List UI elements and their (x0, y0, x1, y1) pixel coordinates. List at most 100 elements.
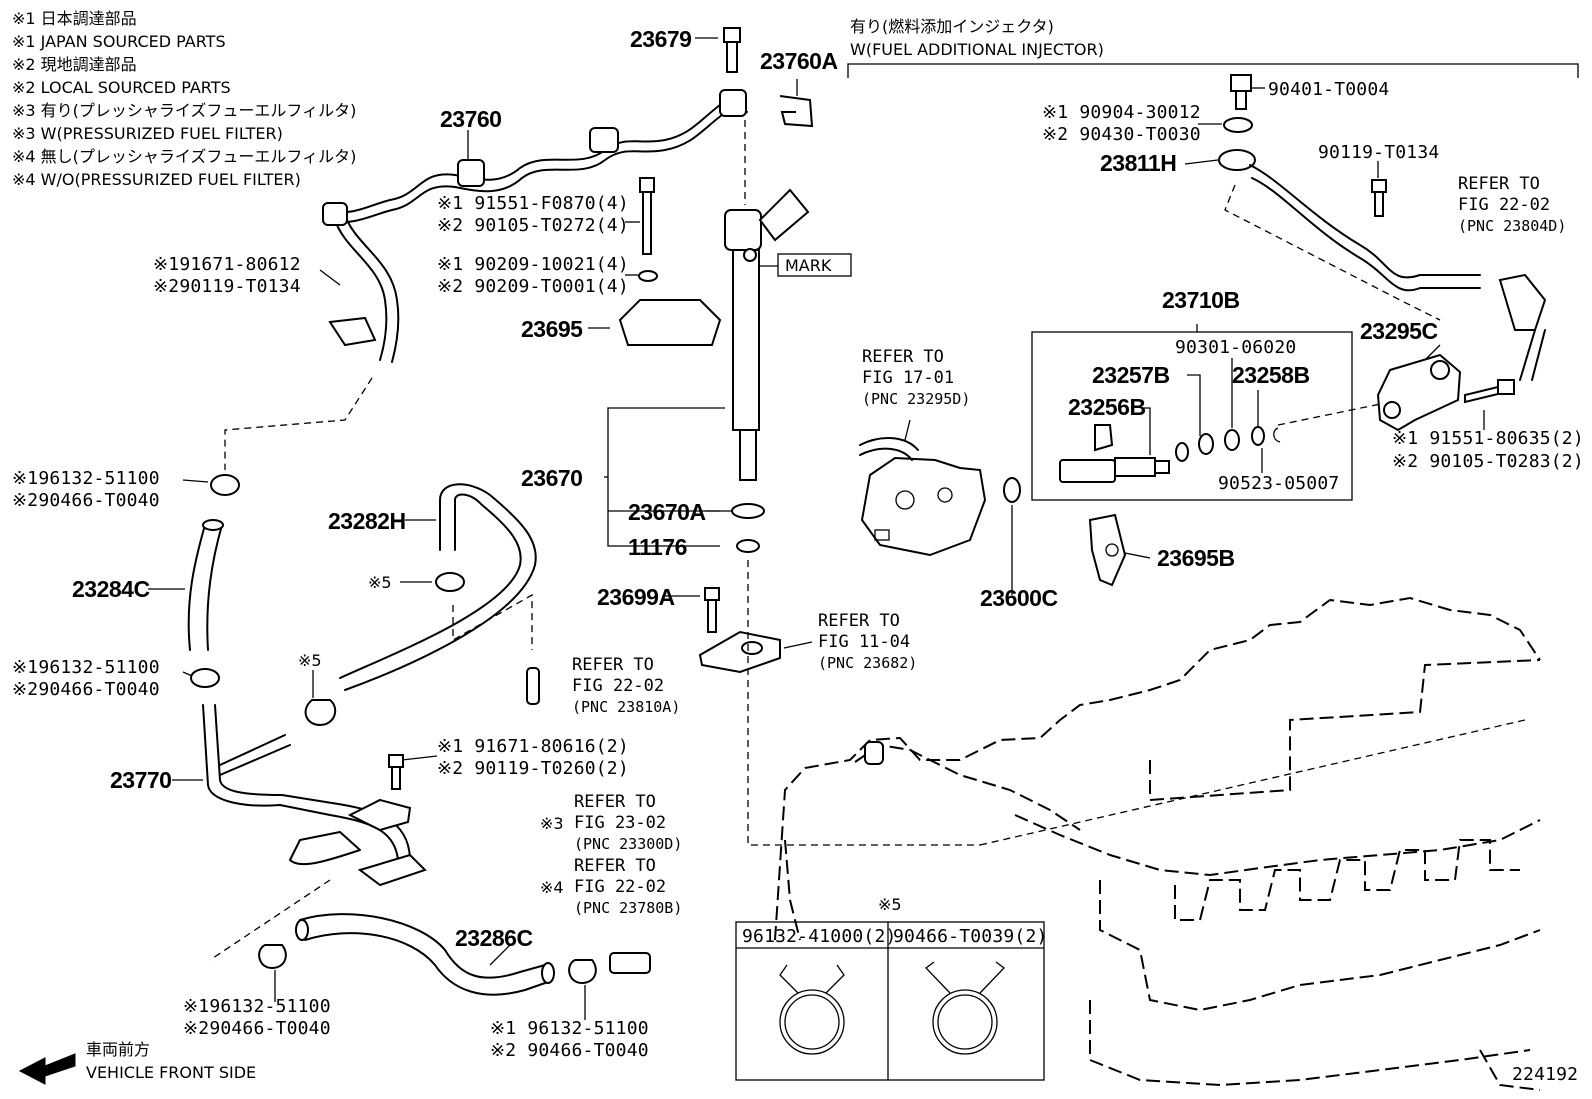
label-90430-T0030: ※2 90430-T0030 (1042, 124, 1201, 145)
label-23258B: 23258B (1232, 362, 1310, 388)
bolt-91671-80616 (388, 754, 404, 790)
note-4-en: ※4 W/O(PRESSURIZED FUEL FILTER) (12, 170, 301, 189)
bolt-23699A (704, 587, 720, 633)
leader-23670-group (607, 407, 725, 547)
hose-clamp-star5-b (304, 699, 337, 727)
label-23257B: 23257B (1092, 362, 1170, 388)
clamp-table (735, 921, 1045, 1081)
label-23695: 23695 (521, 316, 583, 342)
refer-fig-23-02: REFER TO FIG 23-02 (PNC 23300D) (574, 792, 682, 853)
ref-a-line2: FIG 22-02 (1458, 195, 1550, 215)
label-90119-T0134-b: 90119-T0134 (1318, 142, 1439, 163)
label-23286C: 23286C (455, 925, 533, 951)
label-23811H: 23811H (1100, 150, 1176, 176)
refer-fig-22-02-c: REFER TO FIG 22-02 (PNC 23780B) (574, 856, 682, 917)
hose-23284C (187, 519, 224, 651)
label-23282H: 23282H (328, 508, 406, 534)
label-23770: 23770 (110, 767, 171, 793)
ref-b-line1: REFER TO (862, 347, 944, 367)
hose-23286C (295, 913, 555, 996)
ref-b-line3: (PNC 23295D) (862, 390, 970, 408)
label-96132-41000: 96132-41000(2) (742, 926, 897, 947)
label-23710B: 23710B (1162, 287, 1240, 313)
label-91551-80635: ※1 91551-80635(2) (1392, 428, 1584, 449)
ref-d-line2: FIG 22-02 (572, 676, 664, 696)
label-90209-10021: ※1 90209-10021(4) (437, 254, 629, 275)
label-23284C: 23284C (72, 576, 150, 602)
label-23670: 23670 (521, 465, 582, 491)
ref-d-line3: (PNC 23810A) (572, 698, 680, 716)
ref-a-line1: REFER TO (1458, 174, 1540, 194)
label-mark: MARK (785, 256, 832, 275)
label-23695B: 23695B (1157, 545, 1235, 571)
ring-23257B-b (1198, 433, 1214, 455)
bolt-90401-T0004 (1230, 74, 1252, 110)
label-96132-51100-c: ※196132-51100 (183, 996, 331, 1017)
clamp-23760A (779, 95, 814, 128)
ref-b-line2: FIG 17-01 (862, 368, 954, 388)
fuel-filter-housing (859, 437, 987, 557)
label-11176: 11176 (628, 534, 687, 560)
label-91671-80612: ※191671-80612 (153, 254, 301, 275)
ref-c-line2: FIG 11-04 (818, 632, 910, 652)
label-90119-T0260: ※2 90119-T0260(2) (437, 758, 629, 779)
ref-f-line1: REFER TO (574, 856, 656, 876)
part-labels: 23679 23760A 23760 ※1 91551-F0870(4) ※2 … (12, 26, 1584, 1085)
note-2-en: ※2 LOCAL SOURCED PARTS (12, 78, 231, 97)
label-90523-05007: 90523-05007 (1218, 473, 1339, 494)
injector-group-bracket (847, 63, 1579, 78)
hose-clamp-d (568, 959, 597, 985)
injector-group-title-en: W(FUEL ADDITIONAL INJECTOR) (850, 40, 1104, 59)
bolt-91551-80635 (1464, 379, 1515, 404)
clamp-plate (698, 630, 781, 674)
label-90466-T0040-a: ※290466-T0040 (12, 490, 160, 511)
label-star4: ※4 (540, 878, 564, 897)
fuel-pipe-stub-b (609, 952, 651, 974)
fuel-pipe-23770 (202, 704, 427, 887)
ring-90301 (1224, 429, 1240, 451)
note-2-jp: ※2 現地調達部品 (12, 55, 137, 74)
engine-outline (774, 596, 1541, 1091)
hose-clamp-star5-a (435, 572, 465, 592)
label-star5-c: ※5 (878, 895, 902, 914)
label-23760A: 23760A (760, 48, 838, 74)
ref-c-line3: (PNC 23682) (818, 654, 917, 672)
bolt-23679 (723, 27, 741, 73)
mark-box (777, 253, 852, 277)
bolt-91551-F0870 (639, 177, 655, 255)
fuel-pipe-stub (526, 667, 540, 705)
fuel-pipe-23760 (322, 89, 748, 363)
refer-fig-11-04: REFER TO FIG 11-04 (PNC 23682) (818, 611, 917, 672)
injector-group-title-jp: 有り(燃料添加インジェクタ) (850, 17, 1054, 36)
hose-clamp-c (258, 944, 287, 970)
ref-e-line1: REFER TO (574, 792, 656, 812)
label-90209-T0001: ※2 90209-T0001(4) (437, 276, 629, 297)
ref-d-line1: REFER TO (572, 655, 654, 675)
label-star5-a: ※5 (368, 573, 392, 592)
label-96132-51100-b: ※196132-51100 (12, 657, 160, 678)
label-91671-80616: ※1 91671-80616(2) (437, 736, 629, 757)
refer-to-blocks: REFER TO FIG 22-02 (PNC 23804D) REFER TO… (572, 174, 1566, 917)
label-23600C: 23600C (980, 585, 1058, 611)
injector-23670 (724, 188, 810, 481)
note-1-en: ※1 JAPAN SOURCED PARTS (12, 32, 226, 51)
refer-fig-22-02-b: REFER TO FIG 22-02 (PNC 23810A) (572, 655, 680, 716)
label-23256B: 23256B (1068, 394, 1146, 420)
label-96132-51100-d: ※1 96132-51100 (490, 1018, 649, 1039)
label-90105-T0272: ※2 90105-T0272(4) (437, 215, 629, 236)
ref-c-line1: REFER TO (818, 611, 900, 631)
label-90466-T0039: 90466-T0039(2) (893, 926, 1048, 947)
o-ring-23670A (731, 503, 765, 519)
note-4-jp: ※4 無し(プレッシャライズフューエルフィルタ) (12, 147, 356, 166)
hose-23282H (339, 483, 537, 691)
label-90466-T0040-b: ※290466-T0040 (12, 679, 160, 700)
vehicle-front-arrow-icon (18, 1053, 76, 1085)
label-23699A: 23699A (597, 584, 675, 610)
figure-id: 224192 (1512, 1064, 1578, 1085)
ref-f-line3: (PNC 23780B) (574, 899, 682, 917)
ref-f-line2: FIG 22-02 (574, 877, 666, 897)
gasket-90904 (1223, 117, 1253, 133)
nozzle-assembly-box (1031, 331, 1353, 501)
ref-e-line2: FIG 23-02 (574, 813, 666, 833)
